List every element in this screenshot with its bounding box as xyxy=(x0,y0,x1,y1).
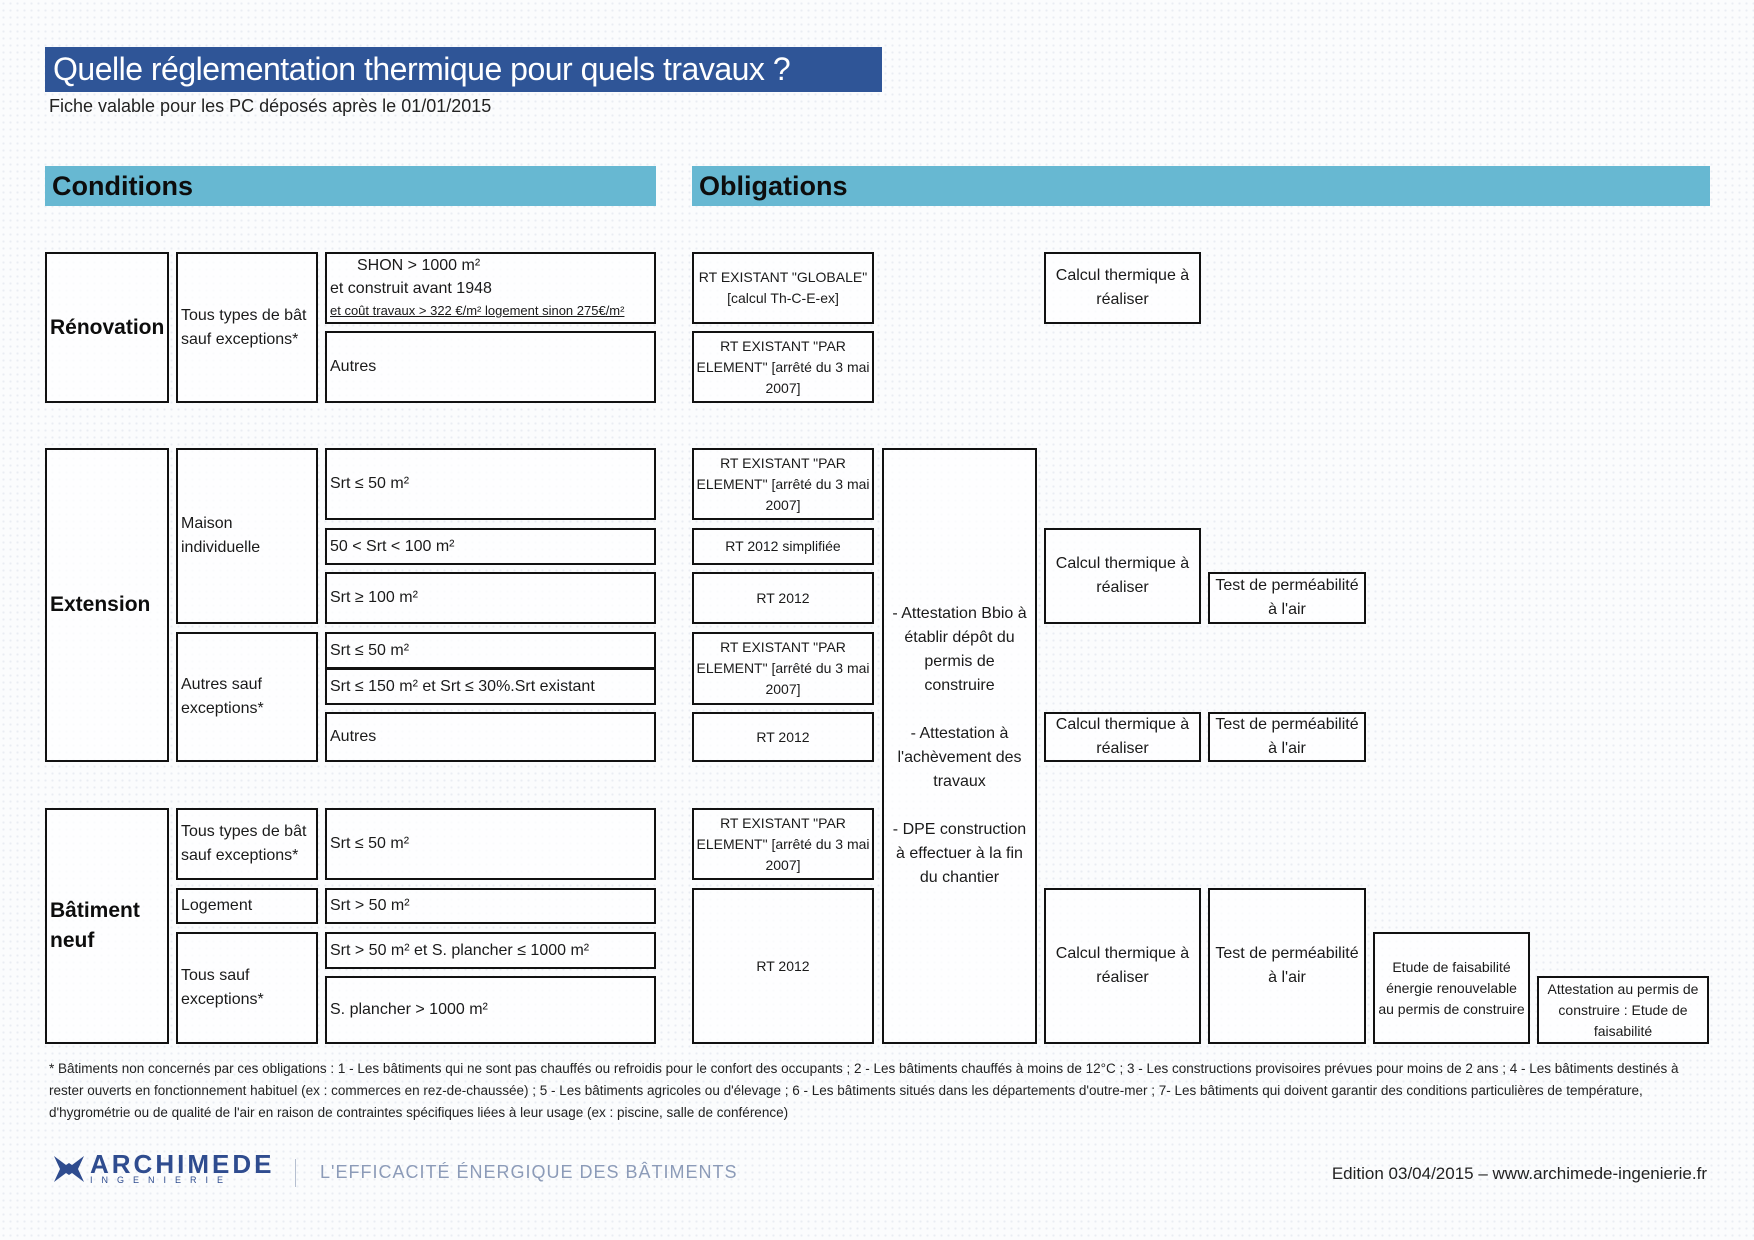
obligation-attestation-permis: Attestation au permis de construire : Et… xyxy=(1537,976,1709,1044)
footer-divider xyxy=(295,1159,296,1187)
condition-maison-1: Srt ≤ 50 m² xyxy=(325,448,656,520)
obligation-label: RT 2012 simplifiée xyxy=(725,538,841,554)
category-renovation: Rénovation xyxy=(45,252,169,403)
building-type-label: Tous types de bât sauf exceptions* xyxy=(181,306,307,348)
category-label: Bâtiment neuf xyxy=(50,899,140,952)
obligation-calcul-thermique: Calcul thermique à réaliser xyxy=(1044,888,1201,1044)
obligations-header: Obligations xyxy=(692,166,1710,206)
obligation-label: Calcul thermique à réaliser xyxy=(1055,945,1190,986)
logo-subtext: INGENIERIE xyxy=(90,1175,233,1185)
category-batiment-neuf: Bâtiment neuf xyxy=(45,808,169,1044)
category-label: Rénovation xyxy=(50,315,165,339)
condition-label: Autres xyxy=(330,358,377,375)
condition-neuf-3: Srt > 50 m² et S. plancher ≤ 1000 m² xyxy=(325,932,656,969)
obligation-label: Attestation au permis de construire : Et… xyxy=(1547,980,1699,1039)
condition-neuf-1: Srt ≤ 50 m² xyxy=(325,808,656,880)
obligation-rt-2012-simplifiee: RT 2012 simplifiée xyxy=(692,528,874,565)
obligation-label: Calcul thermique à réaliser xyxy=(1055,716,1190,757)
condition-label: 50 < Srt < 100 m² xyxy=(330,537,455,555)
building-type-label: Tous types de bât sauf exceptions* xyxy=(181,823,307,864)
condition-label: Srt ≤ 150 m² et Srt ≤ 30%.Srt existant xyxy=(330,677,595,695)
condition-label: Srt > 50 m² et S. plancher ≤ 1000 m² xyxy=(330,941,590,959)
condition-label: Srt ≥ 100 m² xyxy=(330,589,418,606)
building-type-tous-types: Tous types de bât sauf exceptions* xyxy=(176,808,318,880)
obligation-rt-existant-globale: RT EXISTANT "GLOBALE" [calcul Th-C-E-ex] xyxy=(692,252,874,324)
condition-label: Srt ≤ 50 m² xyxy=(330,475,410,492)
obligation-label: RT 2012 xyxy=(756,728,810,745)
condition-autres-2: Srt ≤ 150 m² et Srt ≤ 30%.Srt existant xyxy=(325,668,656,705)
footer-tagline: L'EFFICACITÉ ÉNERGIQUE DES BÂTIMENTS xyxy=(320,1162,738,1182)
obligation-calcul-thermique: Calcul thermique à réaliser xyxy=(1044,528,1201,624)
condition-autres-3: Autres xyxy=(325,712,656,762)
page-title: Quelle réglementation thermique pour que… xyxy=(45,47,882,92)
obligation-label: RT EXISTANT "GLOBALE" [calcul Th-C-E-ex] xyxy=(698,269,868,306)
building-type-label: Maison individuelle xyxy=(181,515,261,556)
category-extension: Extension xyxy=(45,448,169,762)
building-type-autres: Autres sauf exceptions* xyxy=(176,632,318,762)
building-type-logement: Logement xyxy=(176,888,318,924)
obligation-calcul-thermique: Calcul thermique à réaliser xyxy=(1044,252,1201,324)
obligation-rt-par-element: RT EXISTANT "PAR ELEMENT" [arrêté du 3 m… xyxy=(692,808,874,880)
condition-label: S. plancher > 1000 m² xyxy=(330,1001,488,1018)
condition-line: SHON > 1000 m² xyxy=(357,257,481,274)
obligation-attestations: - Attestation Bbio à établir dépôt du pe… xyxy=(882,448,1037,1044)
condition-line: et coût travaux > 322 €/m² logement sino… xyxy=(330,303,625,318)
condition-renovation-autres: Autres xyxy=(325,331,656,403)
obligation-label: RT EXISTANT "PAR ELEMENT" [arrêté du 3 m… xyxy=(696,454,870,513)
category-label: Extension xyxy=(50,593,151,616)
building-type-label: Tous sauf exceptions* xyxy=(181,967,264,1008)
obligation-rt-par-element: RT EXISTANT "PAR ELEMENT" [arrêté du 3 m… xyxy=(692,632,874,705)
building-type-tous-sauf: Tous sauf exceptions* xyxy=(176,932,318,1044)
obligation-etude-faisabilite: Etude de faisabilité énergie renouvelabl… xyxy=(1373,932,1530,1044)
condition-line: et construit avant 1948 xyxy=(330,280,492,297)
building-type-label: Autres sauf exceptions* xyxy=(181,676,264,717)
condition-neuf-4: S. plancher > 1000 m² xyxy=(325,976,656,1044)
obligation-rt-par-element: RT EXISTANT "PAR ELEMENT" [arrêté du 3 m… xyxy=(692,448,874,520)
conditions-header: Conditions xyxy=(45,166,656,206)
condition-neuf-2: Srt > 50 m² xyxy=(325,888,656,924)
condition-maison-2: 50 < Srt < 100 m² xyxy=(325,528,656,565)
building-type-label: Logement xyxy=(181,897,253,914)
obligation-label: RT 2012 xyxy=(756,589,810,606)
footer-edition: Edition 03/04/2015 – www.archimede-ingen… xyxy=(1331,1164,1707,1183)
obligation-label: RT EXISTANT "PAR ELEMENT" [arrêté du 3 m… xyxy=(696,639,870,697)
obligation-test-permeabilite: Test de perméabilité à l'air xyxy=(1208,712,1366,762)
condition-label: Autres xyxy=(330,728,377,745)
obligation-rt-2012: RT 2012 xyxy=(692,572,874,624)
page-subtitle: Fiche valable pour les PC déposés après … xyxy=(49,96,492,116)
condition-label: Srt ≤ 50 m² xyxy=(330,835,410,852)
obligation-test-permeabilite: Test de perméabilité à l'air xyxy=(1208,572,1366,624)
footnote: * Bâtiments non concernés par ces obliga… xyxy=(49,1061,1679,1120)
condition-renovation-shon: SHON > 1000 m² et construit avant 1948 e… xyxy=(325,252,656,324)
obligation-label: - Attestation Bbio à établir dépôt du pe… xyxy=(892,605,1027,886)
obligation-label: RT EXISTANT "PAR ELEMENT" [arrêté du 3 m… xyxy=(696,337,870,396)
obligation-label: Calcul thermique à réaliser xyxy=(1055,555,1190,596)
building-type-maison: Maison individuelle xyxy=(176,448,318,624)
condition-label: Srt ≤ 50 m² xyxy=(330,641,410,659)
building-type-renovation: Tous types de bât sauf exceptions* xyxy=(176,252,318,403)
obligation-label: Test de perméabilité à l'air xyxy=(1215,945,1359,986)
archimede-logo-icon xyxy=(54,1156,84,1182)
obligation-label: Calcul thermique à réaliser xyxy=(1055,267,1190,308)
obligation-rt-2012: RT 2012 xyxy=(692,712,874,762)
obligation-rt-par-element: RT EXISTANT "PAR ELEMENT" [arrêté du 3 m… xyxy=(692,331,874,403)
logo-text: ARCHIMEDE xyxy=(90,1149,275,1179)
archimede-logo: ARCHIMEDE INGENIERIE xyxy=(52,1149,275,1185)
obligation-label: Etude de faisabilité énergie renouvelabl… xyxy=(1378,958,1525,1017)
obligation-label: Test de perméabilité à l'air xyxy=(1215,716,1359,757)
condition-maison-3: Srt ≥ 100 m² xyxy=(325,572,656,624)
obligation-rt-2012: RT 2012 xyxy=(692,888,874,1044)
obligation-calcul-thermique: Calcul thermique à réaliser xyxy=(1044,712,1201,762)
obligation-label: RT EXISTANT "PAR ELEMENT" [arrêté du 3 m… xyxy=(696,814,870,873)
obligation-test-permeabilite: Test de perméabilité à l'air xyxy=(1208,888,1366,1044)
obligation-label: Test de perméabilité à l'air xyxy=(1215,577,1359,618)
obligation-label: RT 2012 xyxy=(756,957,810,974)
condition-label: Srt > 50 m² xyxy=(330,897,410,914)
condition-autres-1: Srt ≤ 50 m² xyxy=(325,632,656,669)
